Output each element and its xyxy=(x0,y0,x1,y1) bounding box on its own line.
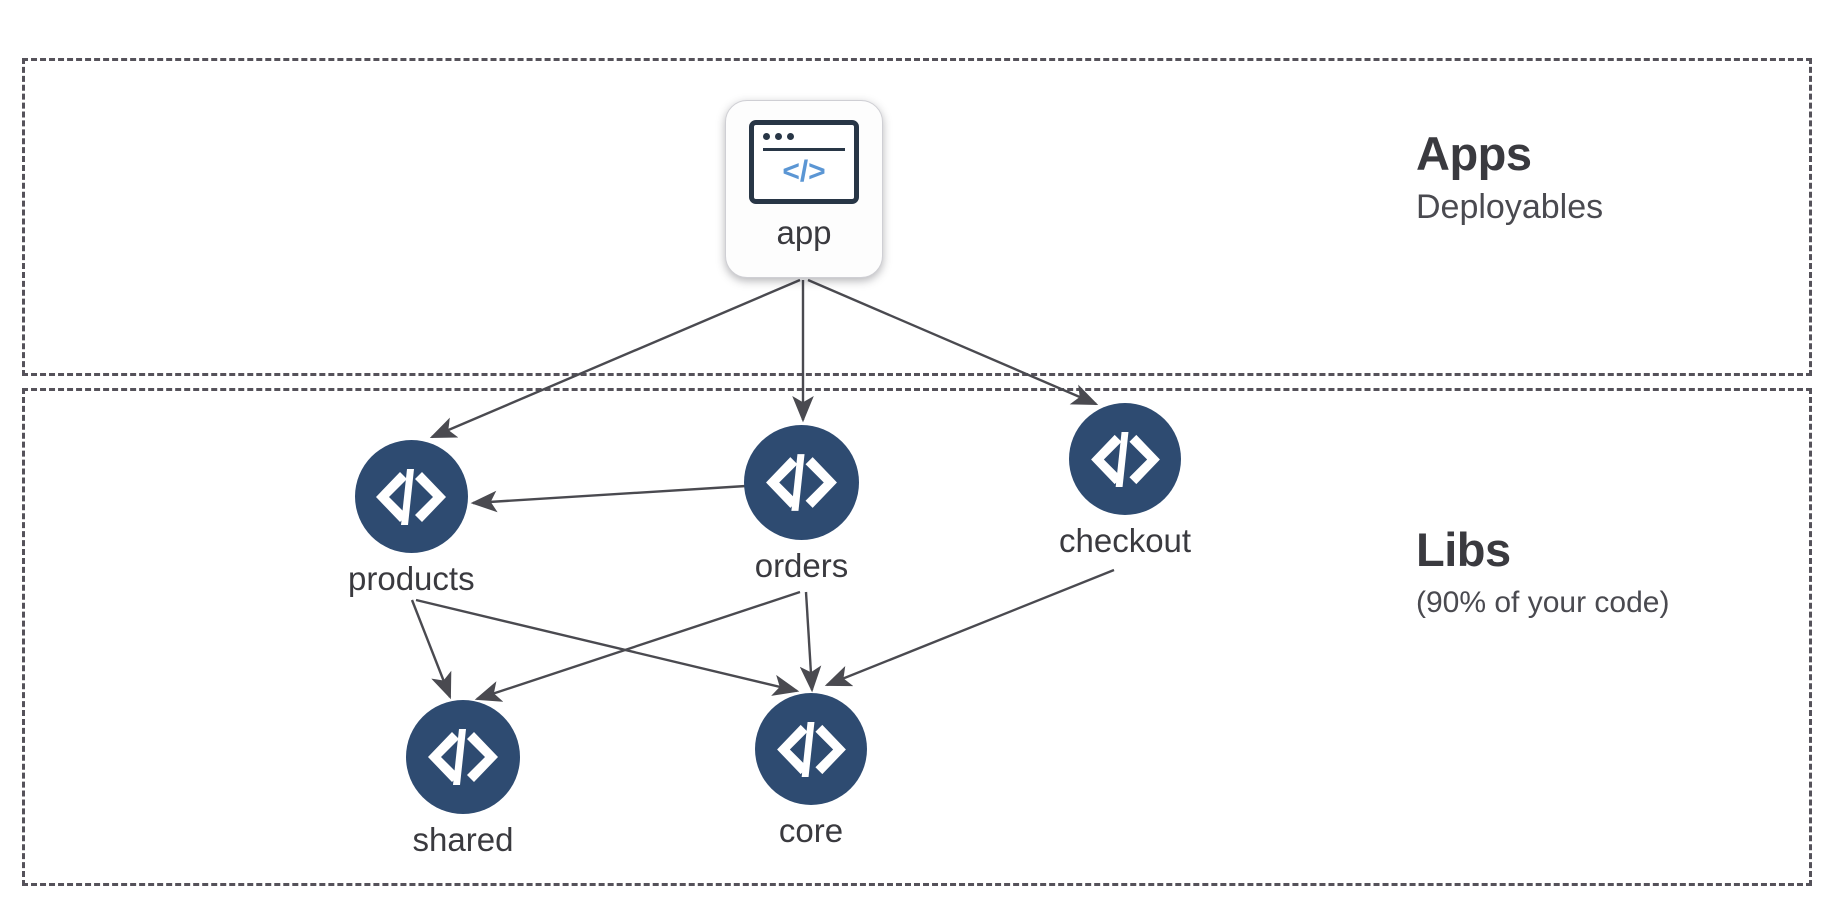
zone-apps-subtitle: Deployables xyxy=(1416,188,1604,227)
node-core-label: core xyxy=(778,812,844,849)
node-products[interactable]: products xyxy=(348,440,475,598)
node-products-label: products xyxy=(348,560,475,597)
zone-libs-subtitle: (90% of your code) xyxy=(1416,586,1670,620)
node-app-label: app xyxy=(776,214,832,251)
node-app[interactable]: </> app xyxy=(725,100,883,278)
node-shared[interactable]: shared xyxy=(406,700,520,859)
code-brackets-icon xyxy=(755,693,867,805)
zone-apps-title: Apps xyxy=(1416,127,1532,180)
zone-libs xyxy=(22,388,1812,886)
code-glyph: </> xyxy=(782,155,826,188)
code-brackets-icon xyxy=(354,440,468,553)
node-orders[interactable]: orders xyxy=(744,425,859,585)
browser-dots-icon xyxy=(763,133,794,140)
browser-code-icon: </> xyxy=(749,120,859,204)
zone-apps-caption: Apps Deployables xyxy=(1416,126,1603,228)
code-brackets-icon xyxy=(406,700,520,814)
node-core[interactable]: core xyxy=(755,693,867,850)
zone-libs-title: Libs xyxy=(1416,523,1511,576)
code-brackets-icon xyxy=(1069,403,1182,515)
node-checkout-label: checkout xyxy=(1059,522,1192,559)
zone-libs-caption: Libs (90% of your code) xyxy=(1416,522,1669,621)
code-brackets-icon xyxy=(744,425,859,540)
browser-divider xyxy=(763,148,845,151)
node-orders-label: orders xyxy=(754,547,849,584)
node-shared-label: shared xyxy=(412,821,514,858)
node-checkout[interactable]: checkout xyxy=(1059,403,1191,560)
